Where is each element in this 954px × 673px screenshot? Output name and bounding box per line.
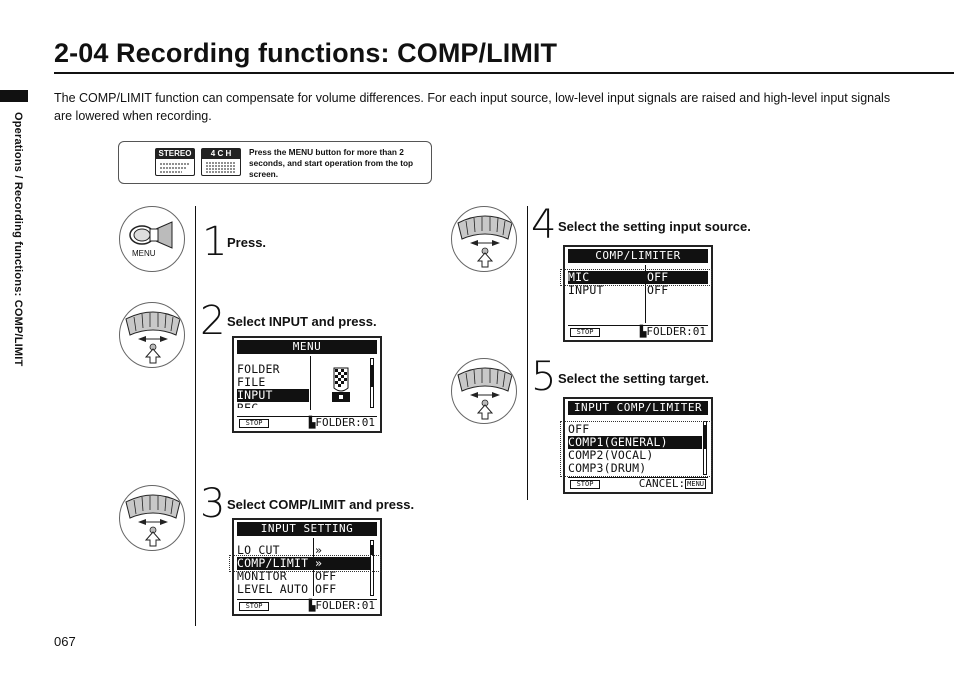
step-number: 2	[200, 298, 226, 344]
lcd-footer: STOP CANCEL:MENU	[568, 477, 708, 490]
target-row-comp1[interactable]: COMP1(GENERAL)	[568, 436, 702, 449]
right-column-divider	[527, 206, 528, 500]
source-value: OFF	[647, 270, 669, 284]
stop-indicator: STOP	[239, 419, 269, 428]
cancel-text: CANCEL:	[638, 477, 686, 490]
folder-text: FOLDER:01	[315, 599, 375, 612]
source-label: INPUT	[568, 283, 604, 297]
folder-text: FOLDER:01	[315, 416, 375, 429]
lcd-header: INPUT COMP/LIMITER	[568, 401, 708, 415]
intro-paragraph: The COMP/LIMIT function can compensate f…	[54, 91, 891, 123]
fourch-screen-icon	[201, 159, 241, 176]
menu-row-input[interactable]: INPUT	[237, 389, 309, 402]
setting-row-monitor[interactable]: MONITOR	[237, 570, 287, 583]
menu-row-rec[interactable]: REC	[237, 402, 258, 408]
setting-value: OFF	[315, 582, 337, 596]
source-row-input[interactable]: INPUT	[568, 284, 604, 297]
lcd-divider	[313, 538, 314, 596]
folder-indicator: ▙FOLDER:01	[308, 416, 375, 429]
scrollbar[interactable]	[370, 540, 374, 596]
page-title: 2-04 Recording functions: COMP/LIMIT	[54, 38, 558, 68]
scroll-thumb[interactable]	[371, 545, 373, 555]
scrollbar[interactable]	[370, 358, 374, 408]
lcd-comp-limiter-screen: COMP/LIMITER MIC OFF INPUT OFF STOP ▙FOLD…	[560, 245, 713, 342]
menu-icon-label: MENU	[132, 249, 156, 258]
step-number: 5	[531, 354, 557, 400]
title-rule	[54, 72, 954, 74]
lcd-footer: STOP ▙FOLDER:01	[568, 325, 708, 338]
lcd-divider	[310, 356, 311, 410]
folder-indicator: ▙FOLDER:01	[308, 599, 375, 612]
setting-label: LEVEL AUTO	[237, 582, 309, 596]
dial-icon	[119, 485, 185, 551]
microphone-icon	[330, 366, 352, 408]
stop-indicator: STOP	[570, 480, 600, 489]
step-number: 1	[202, 219, 228, 265]
setting-row-comp-limit[interactable]: COMP/LIMIT »	[237, 557, 371, 570]
fourch-label: 4 C H	[201, 148, 241, 159]
setting-label: COMP/LIMIT	[237, 556, 309, 570]
scroll-thumb[interactable]	[371, 365, 373, 387]
step-text: Select the setting input source.	[558, 219, 751, 234]
setting-value: OFF	[315, 569, 337, 583]
step-text: Press.	[227, 235, 267, 250]
menu-row-file[interactable]: FILE	[237, 375, 266, 389]
step-text: Select the setting target.	[558, 371, 709, 386]
lcd-divider	[645, 265, 646, 323]
folder-indicator: ▙FOLDER:01	[639, 325, 706, 338]
setting-value: »	[315, 556, 323, 570]
selection-highlight	[560, 421, 712, 477]
stereo-mode-badge: STEREO	[155, 148, 195, 176]
selection-highlight	[560, 269, 712, 286]
source-label: MIC	[568, 270, 590, 284]
step-number: 4	[531, 202, 557, 248]
target-row-comp3[interactable]: COMP3(DRUM)	[568, 461, 647, 475]
side-tab-marker	[0, 90, 28, 102]
fourch-mode-badge: 4 C H	[201, 148, 241, 176]
left-column-divider	[195, 206, 196, 626]
page-number: 067	[54, 634, 76, 649]
dial-icon	[451, 206, 517, 272]
lcd-header: COMP/LIMITER	[568, 249, 708, 263]
lcd-input-comp-limiter-screen: INPUT COMP/LIMITER OFF COMP1(GENERAL) CO…	[560, 397, 713, 494]
menu-row-folder[interactable]: FOLDER	[237, 362, 280, 376]
folder-text: FOLDER:01	[646, 325, 706, 338]
setting-label: LO CUT	[237, 543, 280, 557]
setting-row-lo-cut[interactable]: LO CUT	[237, 544, 280, 557]
lcd-header: MENU	[237, 340, 377, 354]
lcd-footer: STOP ▙FOLDER:01	[237, 599, 377, 612]
stop-indicator: STOP	[570, 328, 600, 337]
side-label: Operations / Recording functions: COMP/L…	[12, 112, 26, 422]
menu-button-icon: MENU	[119, 206, 185, 272]
selection-highlight	[229, 555, 381, 572]
setting-row-level-auto[interactable]: LEVEL AUTO	[237, 583, 308, 596]
setting-value: »	[315, 543, 323, 557]
lcd-footer: STOP ▙FOLDER:01	[237, 416, 377, 429]
step-text: Select INPUT and press.	[227, 314, 377, 329]
side-label-text: Operations / Recording functions: COMP/L…	[12, 112, 24, 367]
mode-box: STEREO 4 C H Press the MENU button for m…	[118, 141, 432, 184]
lcd-header: INPUT SETTING	[237, 522, 377, 536]
step-number: 3	[200, 481, 226, 527]
stereo-label: STEREO	[155, 148, 195, 159]
stop-indicator: STOP	[239, 602, 269, 611]
dial-icon	[119, 302, 185, 368]
source-row-mic[interactable]: MIC OFF	[568, 271, 708, 284]
source-value: OFF	[647, 283, 669, 297]
lcd-menu-screen: MENU FOLDER FILE INPUT REC STOP ▙FOLDER:…	[232, 336, 382, 433]
scroll-thumb[interactable]	[704, 425, 706, 449]
dial-icon	[451, 358, 517, 424]
lcd-input-setting-screen: INPUT SETTING LO CUT » COMP/LIMIT » MONIT…	[229, 518, 382, 616]
target-row-off[interactable]: OFF	[568, 422, 590, 436]
menu-key-badge: MENU	[685, 479, 706, 489]
mode-note: Press the MENU button for more than 2 se…	[249, 147, 414, 179]
stereo-screen-icon	[155, 159, 195, 176]
target-row-comp2[interactable]: COMP2(VOCAL)	[568, 448, 654, 462]
step-text: Select COMP/LIMIT and press.	[227, 497, 415, 512]
setting-label: MONITOR	[237, 569, 287, 583]
cancel-indicator: CANCEL:MENU	[639, 478, 706, 490]
